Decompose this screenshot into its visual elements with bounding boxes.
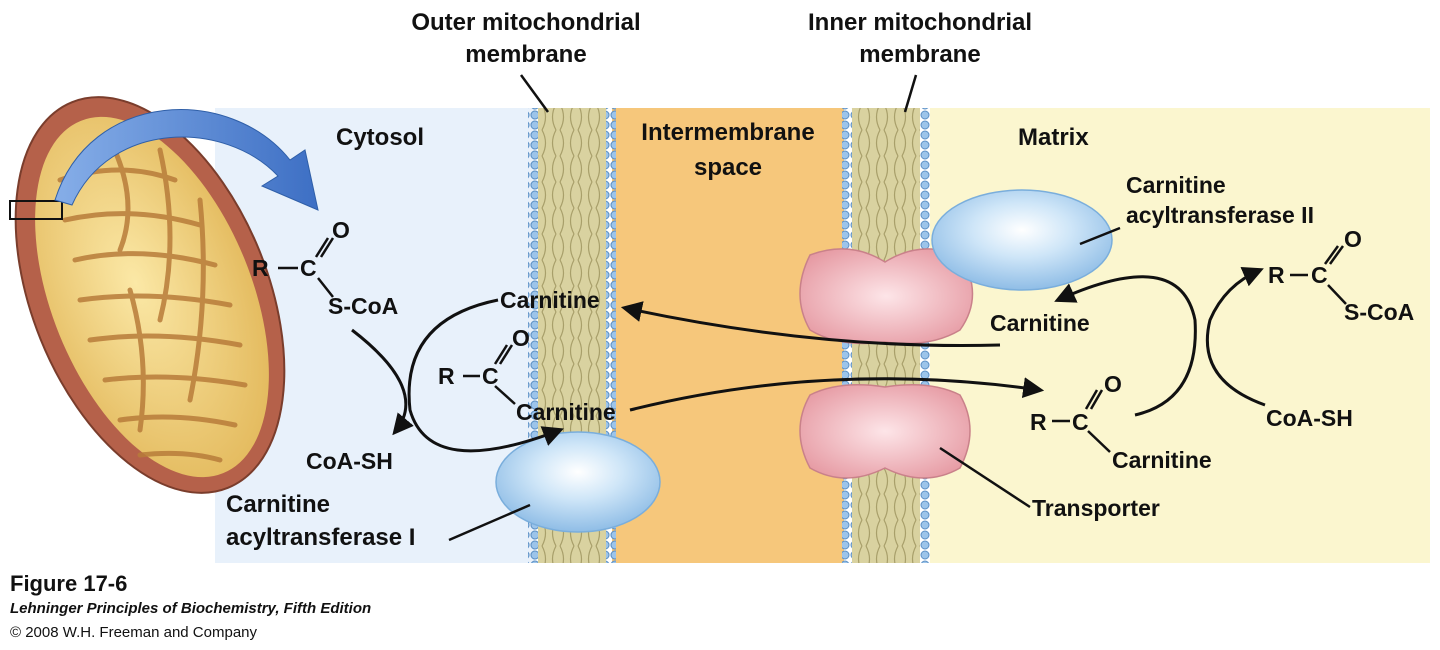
cytosol-acyl-coa-c: C — [300, 255, 317, 281]
carnitine-acyltransferase-2-enzyme — [931, 189, 1113, 291]
matrix-acylcarnitine-r: R — [1030, 409, 1047, 435]
cytosol-acylcarnitine-carnitine: Carnitine — [516, 399, 616, 425]
cat2-label-line2: acyltransferase II — [1126, 202, 1314, 228]
acylcarnitine-import-arrow — [629, 377, 1045, 412]
cytosol-acyl-coa-scoa: S-CoA — [328, 293, 398, 319]
inner-membrane-label-line2: membrane — [859, 41, 980, 68]
cat2-reaction-arc-left — [1054, 275, 1197, 417]
transporter-label: Transporter — [1032, 495, 1160, 521]
book-title: Lehninger Principles of Biochemistry, Fi… — [10, 600, 372, 617]
cat1-label-line2: acyltransferase I — [226, 524, 415, 551]
matrix-acyl-coa-o: O — [1344, 226, 1362, 252]
cat2-label-line1: Carnitine — [1126, 172, 1226, 198]
cat1-reaction-arc-left — [351, 328, 414, 436]
intermembrane-label-line2: space — [694, 154, 762, 181]
cytosol-acylcarnitine-c: C — [482, 363, 499, 389]
matrix-acyl-coa-c: C — [1311, 262, 1328, 288]
matrix-acylcarnitine-c: C — [1072, 409, 1089, 435]
intermembrane-label-line1: Intermembrane — [641, 119, 814, 146]
matrix-region — [930, 108, 1430, 563]
outer-membrane-label-line1: Outer mitochondrial — [411, 9, 640, 36]
carnitine-acyltransferase-1-enzyme — [495, 431, 661, 533]
inner-membrane-label-line1: Inner mitochondrial — [808, 9, 1032, 36]
matrix-label: Matrix — [1018, 124, 1089, 151]
pointer-lines — [448, 74, 1121, 542]
chemical-bonds — [278, 237, 1347, 453]
matrix-acylcarnitine-carnitine: Carnitine — [1112, 447, 1212, 473]
matrix-acyl-coa-r: R — [1268, 262, 1285, 288]
zoom-arrow — [54, 109, 319, 211]
carnitine-return-arrow — [620, 301, 1001, 348]
outer-membrane-label-line2: membrane — [465, 41, 586, 68]
copyright: © 2008 W.H. Freeman and Company — [10, 624, 258, 641]
cytosol-label: Cytosol — [336, 124, 424, 151]
cat1-label-line1: Carnitine — [226, 491, 330, 518]
mitochondrion-illustration — [9, 96, 286, 494]
matrix-carnitine: Carnitine — [990, 310, 1090, 336]
transporter-protein — [799, 248, 974, 479]
matrix-acyl-coa-scoa: S-CoA — [1344, 299, 1414, 325]
figure-number: Figure 17-6 — [10, 571, 128, 596]
cytosol-carnitine: Carnitine — [500, 287, 600, 313]
cytosol-acylcarnitine-o: O — [512, 325, 530, 351]
matrix-acylcarnitine-o: O — [1104, 371, 1122, 397]
cytosol-acylcarnitine-r: R — [438, 363, 455, 389]
cytosol-acyl-coa-o: O — [332, 217, 350, 243]
matrix-coa-sh: CoA-SH — [1266, 405, 1353, 431]
cytosol-coa-sh: CoA-SH — [306, 448, 393, 474]
cat1-reaction-arc-right — [407, 298, 564, 453]
cytosol-acyl-coa-r: R — [252, 255, 269, 281]
zoom-box-marker — [9, 200, 63, 220]
cat2-reaction-arc-right — [1205, 266, 1266, 407]
